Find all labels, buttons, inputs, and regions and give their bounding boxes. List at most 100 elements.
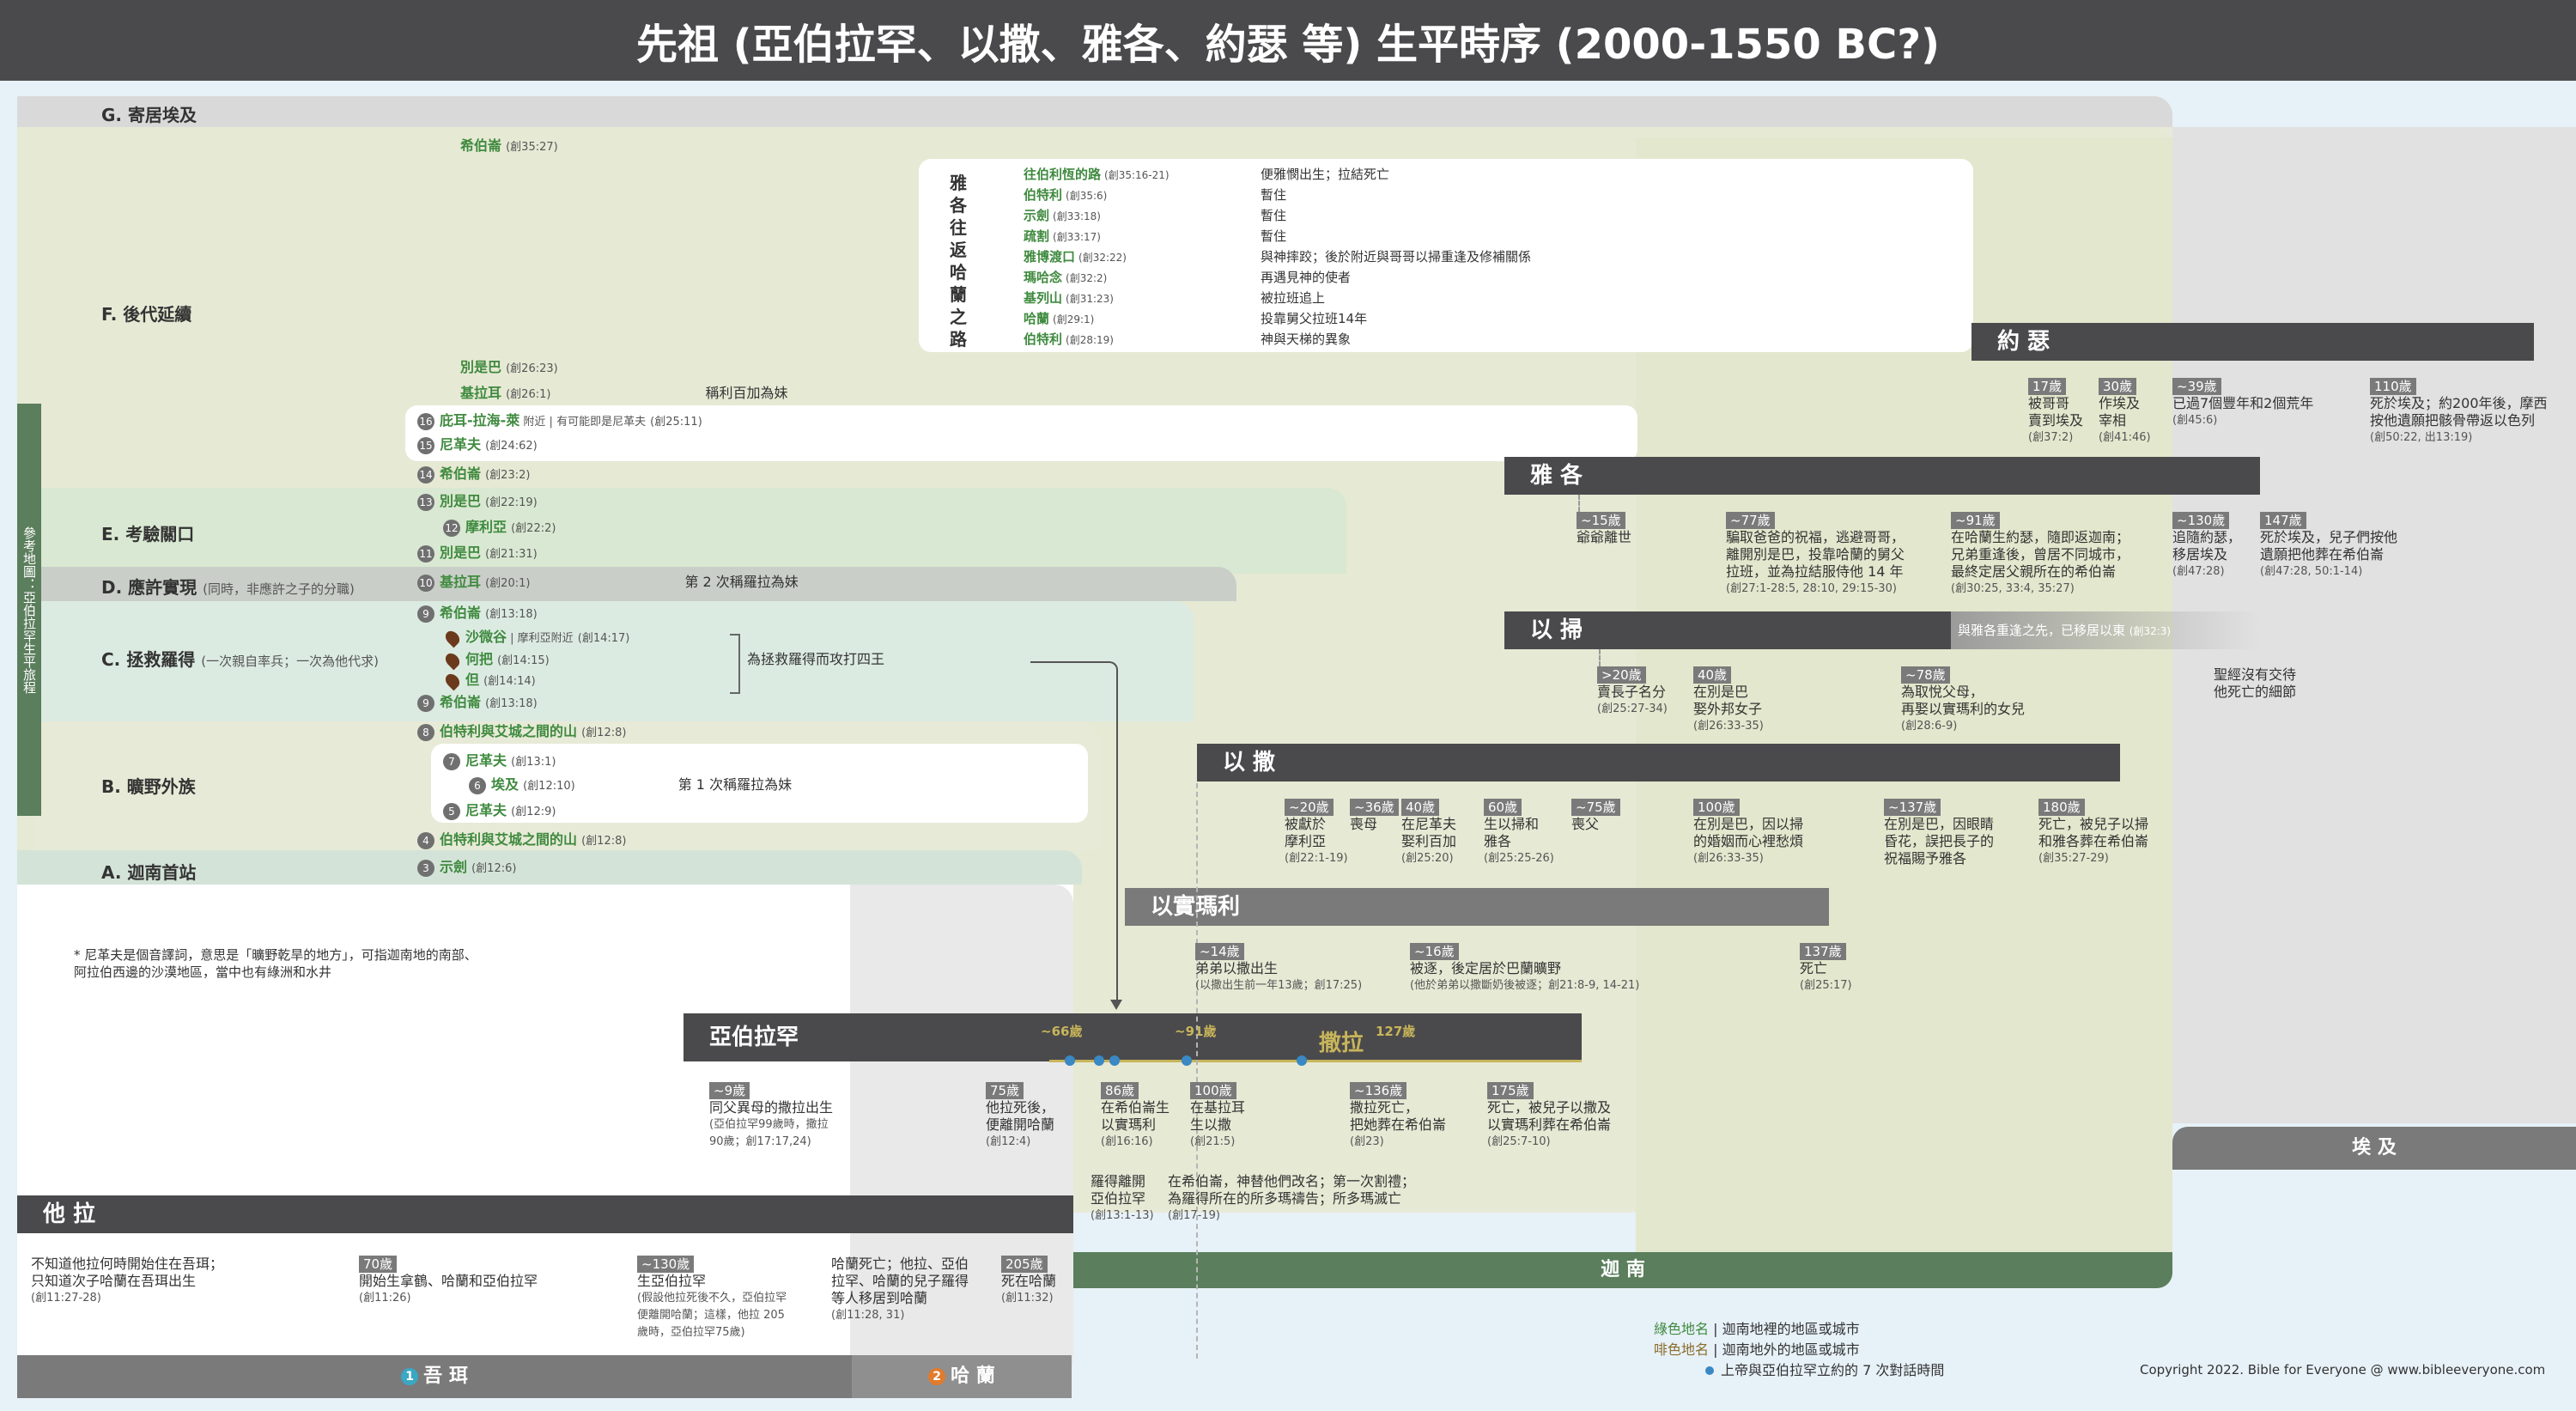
- note-text: 在希伯崙生 以實瑪利: [1101, 1099, 1170, 1133]
- covenant-dot-icon: [1094, 1055, 1104, 1066]
- ref: (創12:8): [581, 835, 627, 848]
- ref: (創50:22, 出13:19): [2370, 431, 2473, 444]
- section-c-sub: (一次親自率兵；一次為他代求): [201, 654, 379, 669]
- ref: (創12:9): [511, 806, 556, 818]
- timeline-note: 17歲被哥哥 賣到埃及(創37:2): [2028, 378, 2083, 447]
- ref: (創32:2): [1066, 272, 1108, 284]
- timeline-note: ~9歲同父異母的撒拉出生(亞伯拉罕99歲時，撒拉 90歲；創17:17,24): [709, 1082, 833, 1151]
- timeline-note: 137歲死亡 (創25:17): [1800, 943, 1852, 994]
- age-badge: 137歲: [1800, 943, 1846, 960]
- ref: (創11:28, 31): [831, 1309, 905, 1322]
- pin-icon: [442, 628, 463, 648]
- jacob-route-row: 雅博渡口(創32:22)與神摔跤；後於附近與哥哥以掃重逢及修補關係: [1024, 247, 1531, 265]
- timeline-note: ~39歲已過7個豐年和2個荒年(創45:6): [2172, 378, 2313, 429]
- note-text: 死亡: [1800, 960, 1828, 976]
- note-text: 在別是巴，因眼睛 昏花，誤把長子的 祝福賜予雅各: [1884, 816, 1995, 867]
- event-c-note: 為拯救羅得而攻打四王: [747, 651, 885, 667]
- section-d-label: D. 應許實現 (同時，非應許之子的分職): [101, 574, 355, 599]
- event-g1: 希伯崙 (創35:27): [460, 137, 558, 156]
- timeline-note: 75歲他拉死後， 便離開哈蘭(創12:4): [986, 1082, 1054, 1151]
- age-badge: ~136歲: [1350, 1082, 1407, 1099]
- event-number: 7: [443, 752, 460, 770]
- abraham-line: [1049, 1060, 1582, 1062]
- ref: (創24:62): [485, 440, 538, 453]
- ref: (創22:19): [485, 496, 538, 509]
- ref: (創14:15): [497, 654, 550, 667]
- ref: (創26:33-35): [1693, 720, 1764, 733]
- place-gerar: 基拉耳: [460, 385, 502, 401]
- jacob-route-row: 基列山(創31:23)被拉班追上: [1024, 289, 1325, 307]
- timeline-note: >20歲賣長子名分(創25:27-34): [1597, 666, 1668, 718]
- jacob-route-place: 示劍: [1024, 208, 1050, 223]
- footnote: * 尼革夫是個音譯詞，意思是「曠野乾旱的地方」，可指迦南地的南部、 阿拉伯西邊的…: [74, 947, 477, 980]
- age-badge: ~130歲: [637, 1256, 695, 1273]
- ref: (創28:19): [1066, 334, 1114, 346]
- place-hebron: 希伯崙: [440, 694, 482, 710]
- jacob-route-row: 瑪哈念(創32:2)再遇見神的使者: [1024, 268, 1351, 286]
- jacob-route-place: 基列山: [1024, 290, 1063, 306]
- jacob-route-desc: 投靠舅父拉班14年: [1261, 311, 1368, 326]
- sidebar-map-label[interactable]: 參考地圖：亞伯拉罕生平旅程: [17, 404, 41, 816]
- age-badge: ~16歲: [1410, 943, 1459, 960]
- bar-terah: 他 拉: [17, 1195, 1073, 1233]
- arrow-line-c: [1030, 661, 1118, 1007]
- ref: (創35:27): [506, 141, 558, 154]
- jacob-route-desc: 暫住: [1261, 187, 1287, 203]
- section-f-label: F. 後代延續: [101, 304, 192, 325]
- legend: 綠色地名 | 迦南地裡的地區或城市 啡色地名 | 迦南地外的地區或城市 上帝與亞…: [1654, 1319, 1944, 1381]
- timeline-note: 70歲開始生拿鶴、哈蘭和亞伯拉罕(創11:26): [359, 1256, 538, 1307]
- page-title: 先祖 (亞伯拉罕、以撒、雅各、約瑟 等) 生平時序 (2000-1550 BC?…: [0, 0, 2576, 81]
- jacob-route-desc: 被拉班追上: [1261, 290, 1326, 306]
- age-badge: ~91歲: [1951, 512, 2000, 529]
- legend-green-label: 綠色地名: [1654, 1321, 1710, 1337]
- ref: (創13:1): [511, 756, 556, 769]
- section-d-title: D. 應許實現: [101, 577, 197, 598]
- age-badge: 147歲: [2260, 512, 2306, 529]
- ref: (以撒出生前一年13歲；創17:25): [1195, 979, 1363, 992]
- ref: (創25:7-10): [1487, 1135, 1551, 1148]
- note-text: 已過7個豐年和2個荒年: [2172, 395, 2314, 411]
- band-e: [34, 488, 1346, 574]
- jacob-route-row: 疏割(創33:17)暫住: [1024, 227, 1286, 245]
- note: 附近 | 有可能即是尼革夫: [519, 416, 647, 429]
- ref: (創23): [1350, 1135, 1384, 1148]
- ref: (創12:6): [471, 862, 517, 875]
- ref: (創20:1): [485, 577, 531, 590]
- ref: (創25:17): [1800, 979, 1852, 992]
- note-text: 他拉死後， 便離開哈蘭: [986, 1099, 1055, 1133]
- age-badge: ~77歲: [1726, 512, 1775, 529]
- event-c3: 但 (創14:14): [442, 671, 536, 690]
- ref: (創25:11): [650, 416, 702, 429]
- covenant-dot-icon: [1109, 1055, 1120, 1066]
- note-text: 為取悅父母， 再娶以實瑪利的女兒: [1901, 684, 2026, 717]
- jacob-route-place: 伯特利: [1024, 187, 1063, 203]
- legend-dot: 上帝與亞伯拉罕立約的 7 次對話時間: [1654, 1360, 1944, 1381]
- place-negev: 尼革夫: [440, 436, 482, 453]
- note-text: 追隨約瑟， 移居埃及: [2172, 529, 2242, 563]
- timeline-note: 180歲死亡，被兒子以掃 和雅各葬在希伯崙(創35:27-29): [2038, 799, 2148, 867]
- section-e-label: E. 考驗關口: [101, 524, 195, 544]
- timeline-note: ~77歲騙取爸爸的祝福，逃避哥哥， 離開別是巴，投靠哈蘭的舅父 拉班，並為拉結服…: [1726, 512, 1905, 598]
- event-number: 11: [417, 544, 434, 563]
- age-badge: ~39歲: [2172, 378, 2221, 395]
- ref: (創33:18): [1053, 210, 1101, 222]
- timeline-note: 147歲死於埃及，兒子們按他 遺願把他葬在希伯崙(創47:28, 50:1-14…: [2260, 512, 2397, 581]
- note-text: 死亡，被兒子以撒及 以實瑪利葬在希伯崙: [1487, 1099, 1612, 1133]
- jacob-route-row: 伯特利(創28:19)神與天梯的異象: [1024, 330, 1351, 348]
- pin-icon: [442, 650, 463, 670]
- age-badge: 100歲: [1190, 1082, 1236, 1099]
- event-number: 5: [443, 802, 460, 820]
- legend-brown: 啡色地名 | 迦南地外的地區或城市: [1654, 1340, 1944, 1360]
- jacob-route-desc: 再遇見神的使者: [1261, 270, 1352, 285]
- band-a: [17, 850, 1082, 885]
- dashed-line: [1578, 495, 1580, 512]
- timeline-note: 40歲在尼革夫 娶利百加(創25:20): [1401, 799, 1456, 867]
- place-hobah: 何把: [465, 651, 494, 667]
